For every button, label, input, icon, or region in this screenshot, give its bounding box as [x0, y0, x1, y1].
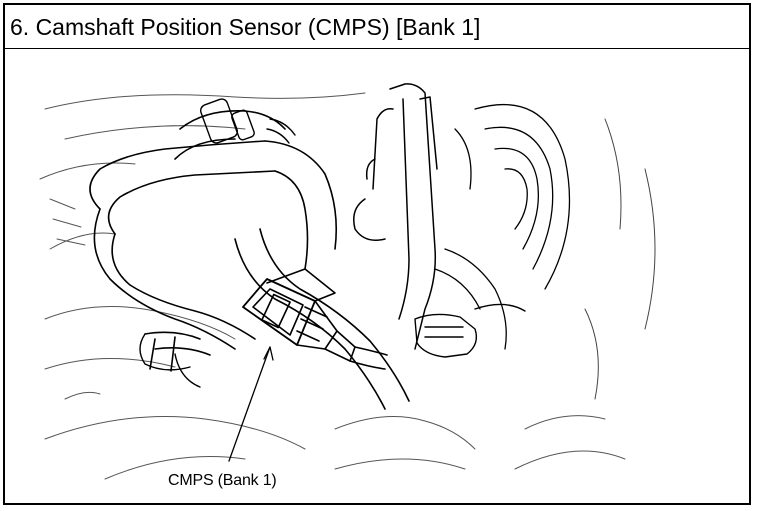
pulley [434, 103, 571, 350]
engine-line-drawing: CMPS (Bank 1) [5, 49, 749, 503]
lower-clamp [139, 333, 201, 388]
coolant-hose [89, 110, 338, 350]
document-frame: 6. Camshaft Position Sensor (CMPS) [Bank… [3, 3, 751, 505]
title-bar: 6. Camshaft Position Sensor (CMPS) [Bank… [5, 5, 749, 49]
page-title: 6. Camshaft Position Sensor (CMPS) [Bank… [10, 14, 481, 40]
cmps-callout-label: CMPS (Bank 1) [168, 472, 277, 489]
engine-illustration [39, 83, 656, 480]
mounting-bracket [353, 83, 438, 350]
cmps-sensor-connector [242, 268, 388, 370]
callout-leader [228, 346, 274, 462]
bracket-clip [414, 303, 526, 358]
hose-clamp [199, 98, 296, 144]
lower-hose [144, 228, 410, 410]
engine-contours [39, 92, 626, 480]
right-edge-curves [584, 118, 656, 400]
